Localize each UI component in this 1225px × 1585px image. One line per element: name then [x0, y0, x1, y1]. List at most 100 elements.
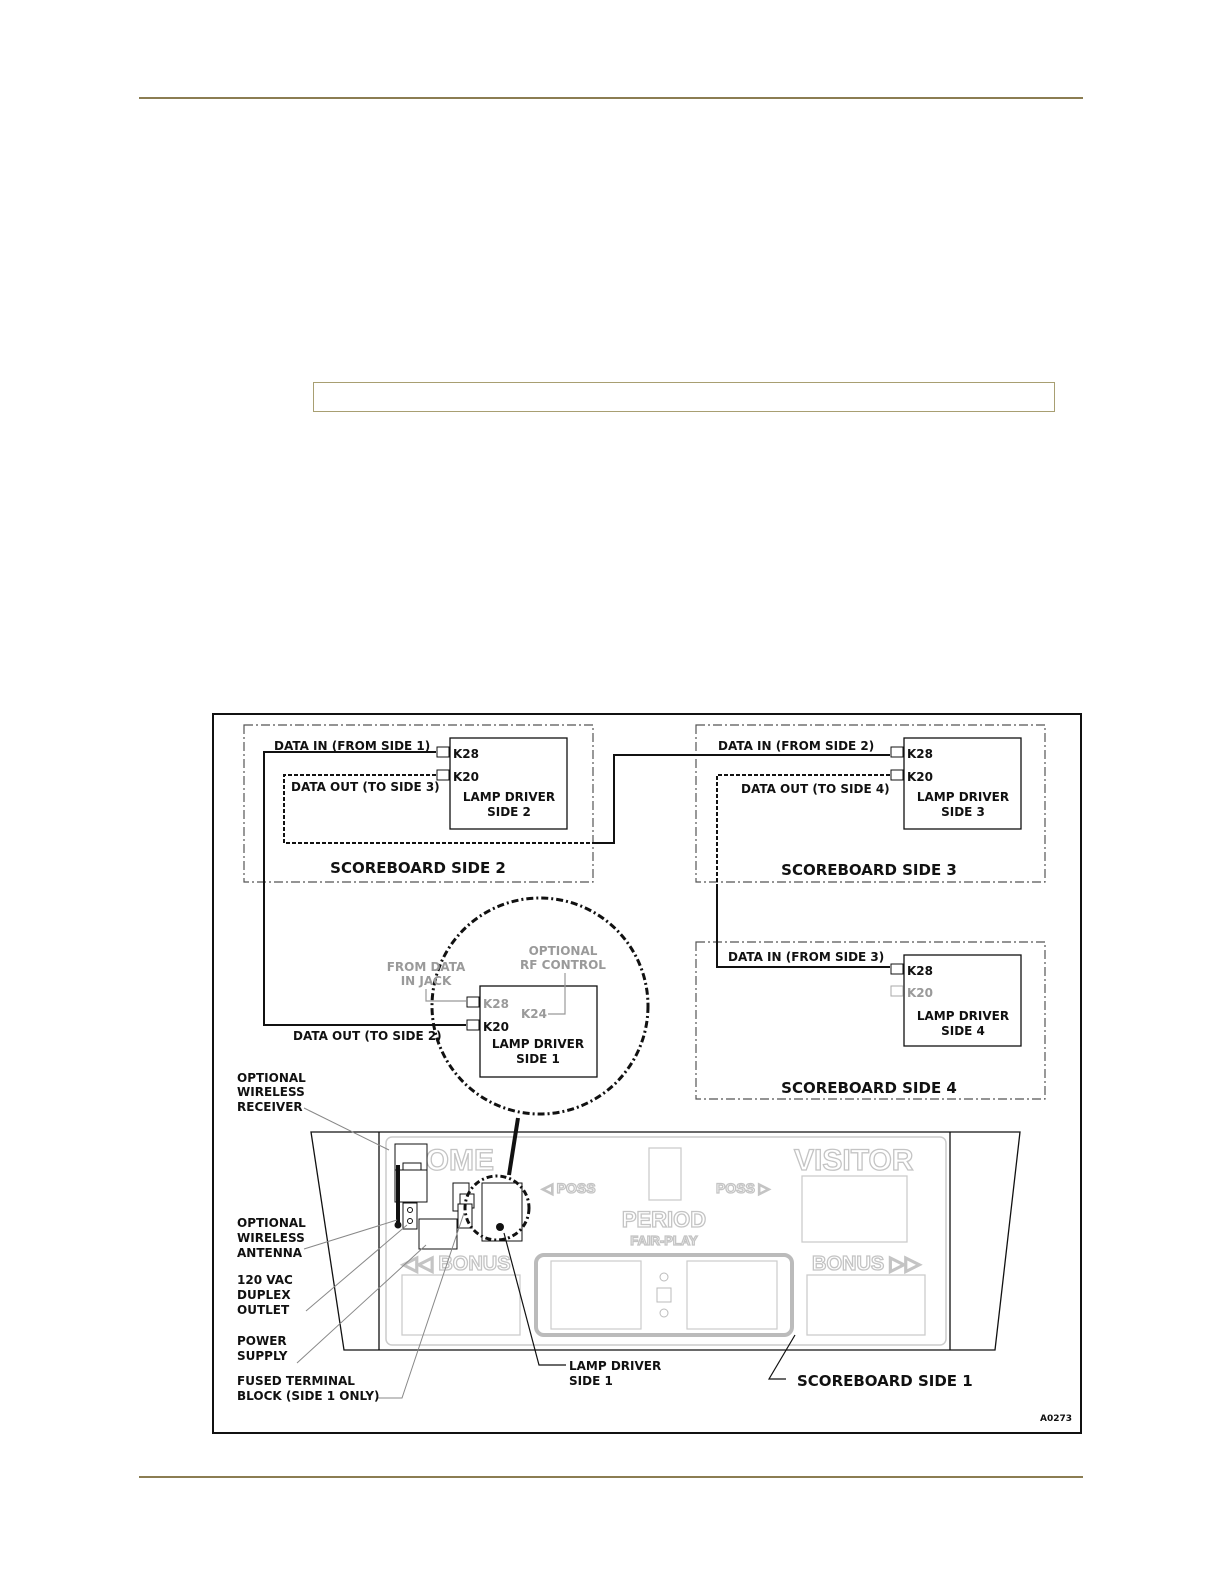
k28-connector [466, 996, 480, 1008]
visitor-caption: VISITOR [794, 1144, 914, 1177]
wireless-receiver-label: OPTIONAL [237, 1071, 306, 1085]
outlet-socket-icon [407, 1207, 413, 1213]
lamp-driver-side4-box [903, 954, 1022, 1047]
k28-connector [436, 746, 450, 758]
footer-rule [139, 1476, 1083, 1478]
figure-id: A0273 [1040, 1414, 1072, 1424]
duplex-outlet-label: OUTLET [237, 1303, 290, 1317]
brand-logo: FAIR-PLAY [630, 1233, 698, 1248]
leader-fused-terminal [377, 1212, 465, 1399]
data-wire-side3-out [716, 774, 890, 885]
side1-detail-circle [430, 896, 650, 1116]
home-bonus-digits [401, 1274, 521, 1336]
lamp-driver-side1-board [481, 1182, 523, 1242]
leader-wireless-receiver [303, 1107, 390, 1151]
leader-duplex-outlet [305, 1224, 408, 1312]
leader-wireless-antenna [303, 1219, 398, 1250]
wiring-diagram: K28 K20 LAMP DRIVER SIDE 2 DATA IN (FROM… [237, 724, 1072, 1424]
leader-scoreboard-side1 [767, 1334, 796, 1380]
clock-colon-dot [659, 1272, 669, 1282]
rf-control-leader [548, 973, 566, 1015]
k28-connector [890, 963, 904, 975]
scoreboard-side1-title: SCOREBOARD SIDE 1 [797, 1372, 973, 1390]
wireless-antenna-label: WIRELESS [237, 1231, 305, 1245]
lamp-driver-side3-box [903, 737, 1022, 830]
data-in-label: DATA IN (FROM SIDE 1) [274, 739, 430, 753]
wireless-antenna-label: OPTIONAL [237, 1216, 306, 1230]
detail-connector-line [507, 1117, 520, 1176]
lamp-driver-label: LAMP DRIVER [463, 790, 555, 804]
data-in-label: DATA IN (FROM SIDE 3) [728, 950, 884, 964]
data-wire-side2-to-side3 [594, 754, 890, 844]
k20-connector [890, 769, 904, 781]
wireless-receiver-label: WIRELESS [237, 1085, 305, 1099]
poss-right-caption: POSS ▷ [716, 1180, 771, 1196]
k24-label: K24 [521, 1007, 547, 1021]
wireless-receiver-label: RECEIVER [237, 1100, 303, 1114]
bonus-right-caption: BONUS ▷▷ [812, 1253, 922, 1275]
scoreboard-side3-title: SCOREBOARD SIDE 3 [781, 861, 957, 879]
outlet-socket-icon [407, 1218, 413, 1224]
data-out-label: DATA OUT (TO SIDE 3) [291, 780, 440, 794]
scoreboard-side2-outline [243, 724, 594, 883]
lamp-driver-side1-marker [496, 1223, 504, 1231]
lamp-driver-side-label: SIDE 1 [516, 1052, 560, 1066]
antenna-icon [394, 1221, 402, 1229]
lamp-driver-side2-box [449, 737, 568, 830]
k28-label: K28 [483, 997, 509, 1011]
k28-connector [890, 746, 904, 758]
data-out-label: DATA OUT (TO SIDE 2) [293, 1029, 442, 1043]
k20-connector [890, 985, 904, 997]
data-out-label: DATA OUT (TO SIDE 4) [741, 782, 890, 796]
data-wire-side2-out [283, 774, 594, 844]
receiver-mount [394, 1169, 428, 1203]
data-in-label: DATA IN (FROM SIDE 2) [718, 739, 874, 753]
power-supply-label: SUPPLY [237, 1349, 288, 1363]
wireless-antenna-label: ANTENNA [237, 1246, 303, 1260]
game-clock-frame [534, 1253, 794, 1337]
lamp-driver-label: LAMP DRIVER [492, 1037, 584, 1051]
optional-rf-label: RF CONTROL [520, 958, 606, 972]
lamp-driver-side1-callout: SIDE 1 [569, 1374, 613, 1388]
from-data-label: IN JACK [401, 974, 452, 988]
from-data-label: FROM DATA [387, 960, 466, 974]
k20-label: K20 [907, 770, 933, 784]
lamp-driver-label: LAMP DRIVER [917, 1009, 1009, 1023]
k28-label: K28 [907, 964, 933, 978]
k20-connector [466, 1019, 480, 1031]
lamp-driver-side-label: SIDE 2 [487, 805, 531, 819]
wiring-diagram-figure: K28 K20 LAMP DRIVER SIDE 2 DATA IN (FROM… [212, 713, 1082, 1434]
scoreboard-face [385, 1136, 947, 1346]
poss-left-caption: ◁ POSS [541, 1180, 596, 1196]
scoreboard-side4-outline [695, 941, 1046, 1100]
fused-terminal-label: BLOCK (SIDE 1 ONLY) [237, 1389, 380, 1403]
header-rule [139, 97, 1083, 99]
period-caption: PERIOD [622, 1207, 706, 1232]
fused-terminal-label: FUSED TERMINAL [237, 1374, 355, 1388]
period-digit [648, 1147, 682, 1201]
clock-seconds-digits [686, 1260, 778, 1330]
scoreboard-side4-title: SCOREBOARD SIDE 4 [781, 1079, 957, 1097]
from-data-leader [425, 989, 466, 1002]
k20-label: K20 [907, 986, 933, 1000]
horn-indicator [656, 1287, 672, 1303]
k20-label: K20 [453, 770, 479, 784]
bonus-left-caption: ◁◁ BONUS [401, 1253, 511, 1275]
lamp-driver-side1-box [479, 985, 598, 1078]
k20-connector [436, 769, 450, 781]
lamp-driver-label: LAMP DRIVER [917, 790, 1009, 804]
duplex-outlet-label: 120 VAC [237, 1273, 293, 1287]
duplex-outlet-label: DUPLEX [237, 1288, 291, 1302]
scoreboard-side2-title: SCOREBOARD SIDE 2 [330, 859, 506, 877]
k28-label: K28 [453, 747, 479, 761]
leader-lamp-driver-side1 [503, 1232, 566, 1366]
visitor-score-digits [801, 1175, 908, 1243]
visitor-bonus-digits [806, 1274, 926, 1336]
lamp-driver-side1-highlight [463, 1174, 531, 1242]
leader-power-supply [296, 1244, 427, 1364]
duplex-outlet [402, 1202, 418, 1230]
optional-rf-label: OPTIONAL [529, 944, 598, 958]
data-wire-side3-to-side4 [716, 885, 890, 968]
data-wire-side1-to-side2 [263, 751, 466, 1026]
lamp-driver-side-label: SIDE 3 [941, 805, 985, 819]
